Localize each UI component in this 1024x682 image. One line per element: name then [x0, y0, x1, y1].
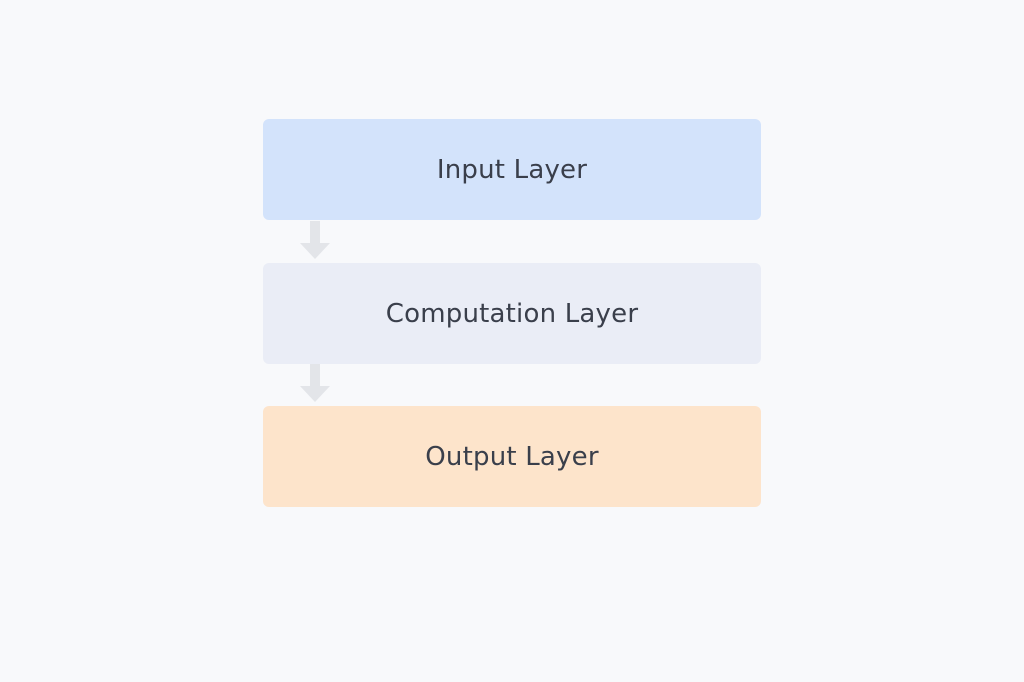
input-layer-label: Input Layer	[436, 154, 588, 185]
output-layer-label: Output Layer	[425, 441, 599, 472]
computation-layer-box: Computation Layer	[263, 263, 761, 364]
output-layer-box: Output Layer	[263, 406, 761, 507]
down-arrow-icon	[300, 221, 330, 259]
input-layer-box: Input Layer	[263, 119, 761, 220]
down-arrow-icon	[300, 364, 330, 402]
computation-layer-label: Computation Layer	[385, 298, 639, 329]
